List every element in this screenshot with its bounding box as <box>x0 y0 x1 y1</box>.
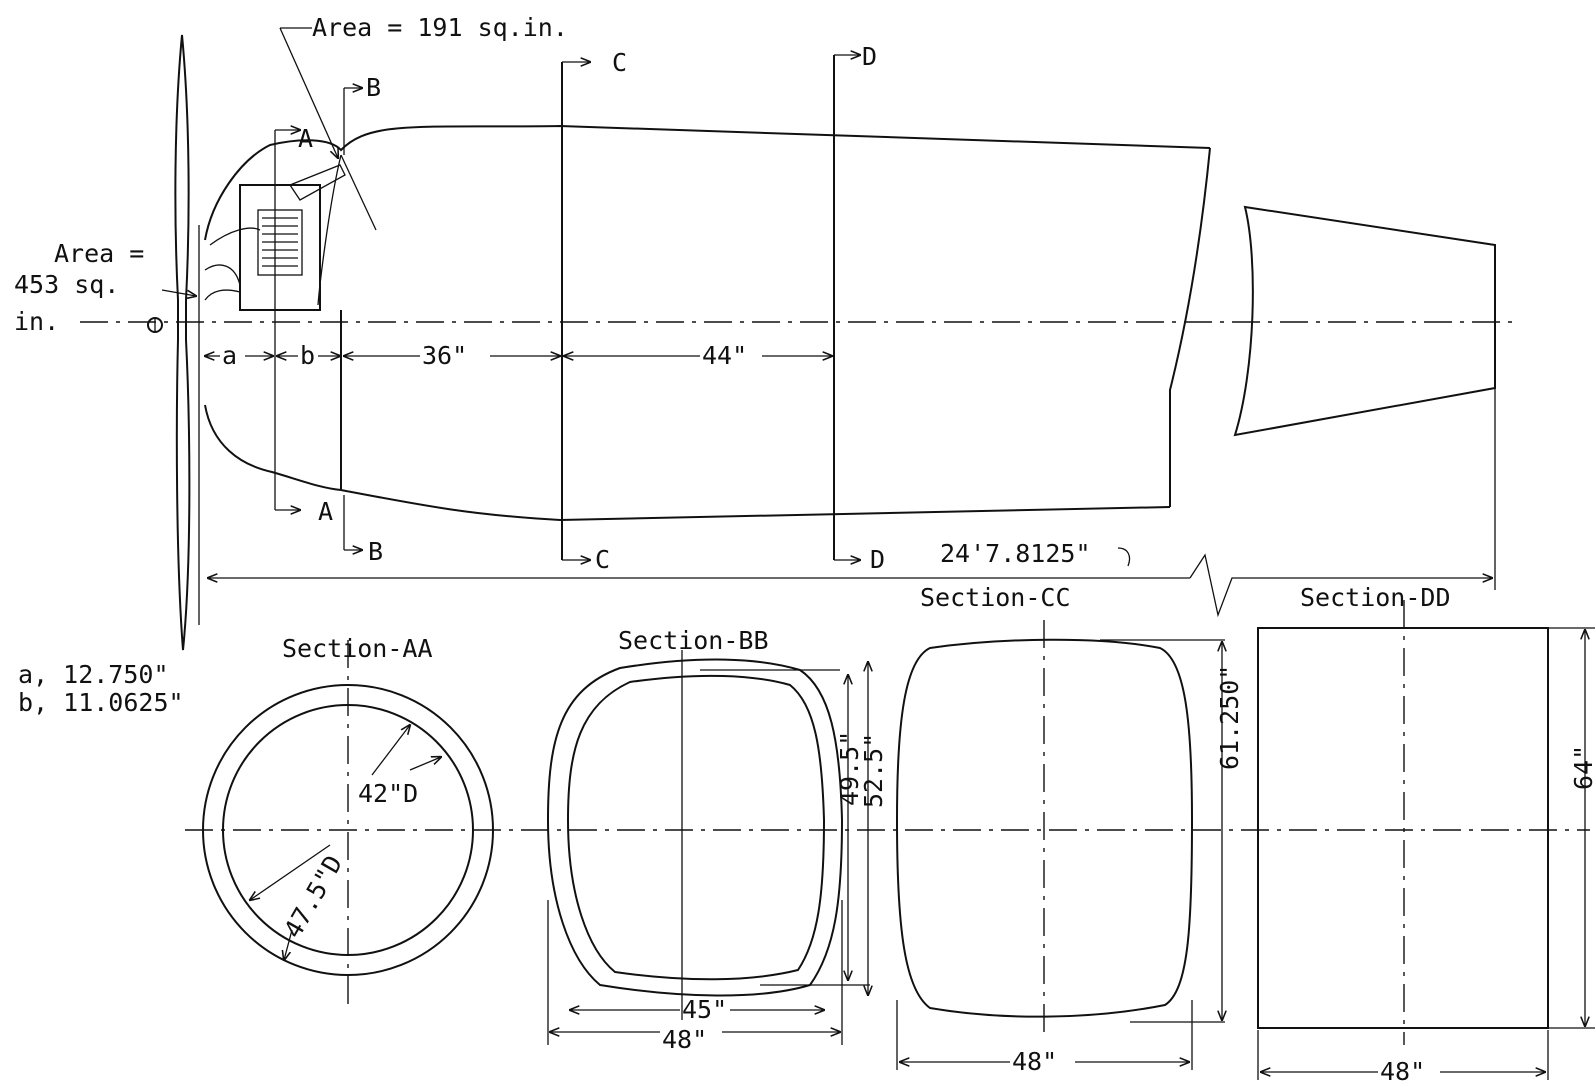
side-elevation: A A B B C C D D Area = <box>14 13 1520 651</box>
a-value-label: a, 12.750" <box>18 660 169 689</box>
section-cc-height: 61.250" <box>1215 665 1244 770</box>
propeller-blade <box>174 34 191 651</box>
section-dd-width: 48" <box>1380 1057 1425 1086</box>
section-bb-height-inner: 49.5" <box>835 731 864 806</box>
section-dd-title: Section-DD <box>1300 583 1451 612</box>
cut-line-b: B B <box>343 73 383 566</box>
section-cc-width: 48" <box>1012 1047 1057 1076</box>
section-cc-title: Section-CC <box>920 583 1071 612</box>
section-bb-title: Section-BB <box>618 626 769 655</box>
section-bb-outer <box>546 658 844 997</box>
cowling-outline <box>204 124 1211 241</box>
overall-length-label: 24'7.8125" <box>940 539 1091 568</box>
prop-area-label-2: 453 sq. <box>14 270 119 299</box>
section-aa: Section-AA 42"D 47.5"D a, 12.750" b, 11.… <box>18 634 1590 1010</box>
cut-line-a: A A <box>274 124 333 526</box>
dim-b-label: b <box>300 341 315 370</box>
cowling-lower-outline <box>204 404 1171 522</box>
dim-44-label: 44" <box>702 341 747 370</box>
dim-36-label: 36" <box>422 341 467 370</box>
cut-label-d-bottom: D <box>870 545 885 574</box>
b-value-label: b, 11.0625" <box>18 688 184 717</box>
section-bb-width-outer: 48" <box>662 1025 707 1054</box>
cut-line-d: D D <box>833 42 885 574</box>
section-cc-outline <box>895 638 1194 1018</box>
prop-area-label-3: in. <box>14 307 59 336</box>
cut-label-b-bottom: B <box>368 537 383 566</box>
cut-line-c: C C <box>561 48 627 574</box>
cut-label-d-top: D <box>862 42 877 71</box>
section-bb: Section-BB 49.5" 52.5" 45" 48" <box>546 626 888 1054</box>
section-bb-width-inner: 45" <box>682 995 727 1024</box>
cut-label-c-bottom: C <box>595 545 610 574</box>
section-bb-height-outer: 52.5" <box>859 733 888 808</box>
dim-a-label: a <box>222 341 237 370</box>
section-dd-height: 64" <box>1569 745 1596 790</box>
section-bb-inner <box>566 674 826 981</box>
tail-cone <box>1233 205 1496 437</box>
section-dd: Section-DD 64" 48" <box>1257 583 1596 1086</box>
section-dd-outline <box>1257 627 1549 1029</box>
cut-label-a-bottom: A <box>318 497 333 526</box>
prop-area-label-1: Area = <box>54 239 144 268</box>
cut-label-b-top: B <box>366 73 381 102</box>
section-cc: Section-CC 61.250" 48" <box>895 583 1244 1076</box>
engine-sketch <box>204 164 346 311</box>
section-aa-title: Section-AA <box>282 634 433 663</box>
section-aa-outer-dia: 47.5"D <box>278 850 348 943</box>
inlet-area-label: Area = 191 sq.in. <box>312 13 568 42</box>
cut-label-a-top: A <box>298 124 313 153</box>
cut-label-c-top: C <box>612 48 627 77</box>
section-aa-inner-dia: 42"D <box>358 779 418 808</box>
